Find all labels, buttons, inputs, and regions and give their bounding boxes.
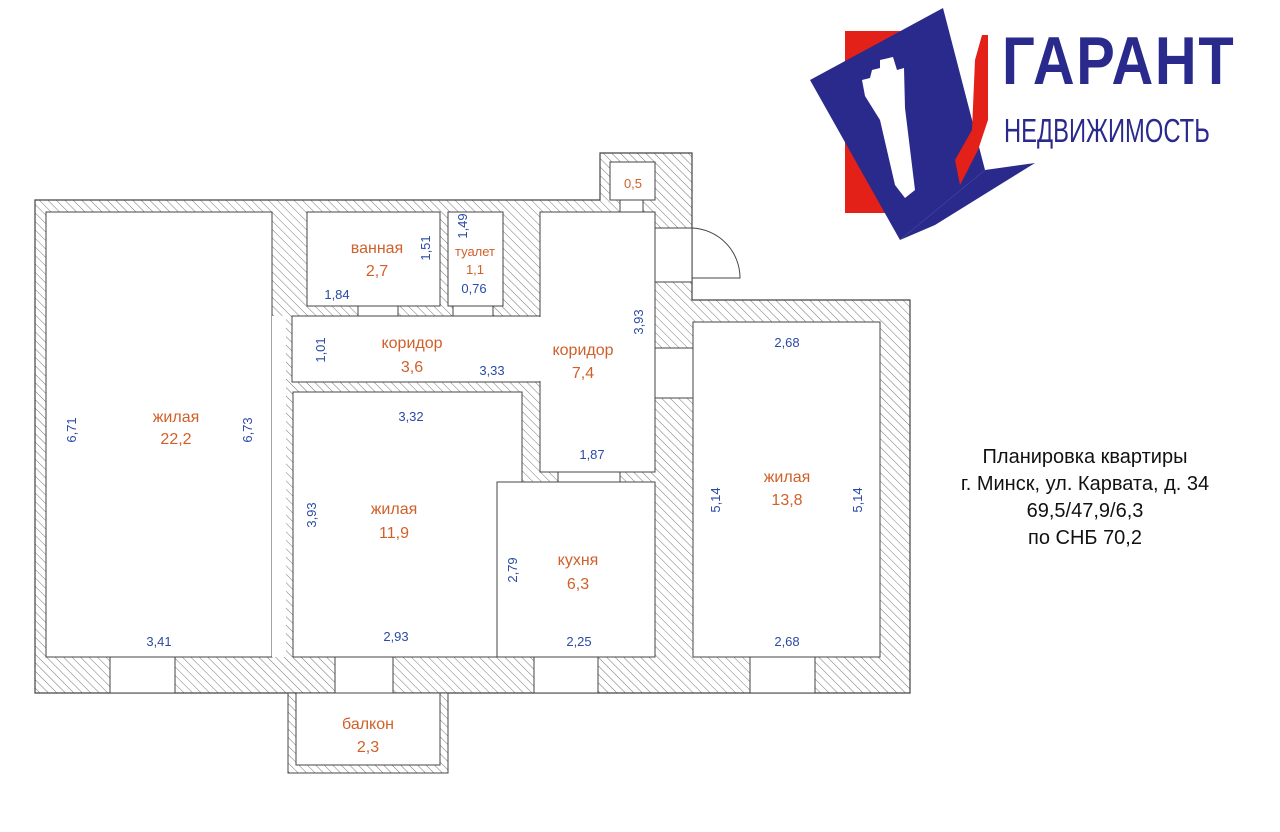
label-toilet: туалет bbox=[455, 244, 495, 259]
door-toilet bbox=[452, 305, 494, 317]
dim: 2,68 bbox=[774, 335, 799, 350]
area-balcony: 2,3 bbox=[357, 739, 379, 756]
label-bathroom: ванная bbox=[351, 240, 403, 257]
area-kitchen: 6,3 bbox=[567, 576, 589, 593]
room-living-22-ext bbox=[272, 316, 286, 657]
door-living-14 bbox=[654, 347, 694, 399]
dim: 5,14 bbox=[850, 487, 865, 512]
area-storage: 0,5 bbox=[624, 176, 642, 191]
dim: 3,93 bbox=[304, 502, 319, 527]
door-kitchen bbox=[557, 471, 621, 483]
balcony-floor bbox=[295, 692, 441, 766]
logo-title: ГАРАНТ bbox=[1002, 23, 1236, 99]
dim: 3,41 bbox=[146, 634, 171, 649]
dim: 1,84 bbox=[324, 287, 349, 302]
area-living3: 13,8 bbox=[771, 492, 802, 509]
label-corridor1: коридор bbox=[381, 335, 442, 352]
dim: 6,71 bbox=[64, 417, 79, 442]
room-bathroom bbox=[306, 211, 441, 307]
dim: 1,01 bbox=[313, 337, 328, 362]
door-bathroom bbox=[357, 305, 399, 317]
area-corridor1: 3,6 bbox=[401, 359, 423, 376]
area-toilet: 1,1 bbox=[466, 262, 484, 277]
info-address: г. Минск, ул. Карвата, д. 34 bbox=[960, 473, 1210, 495]
entrance-door-swing bbox=[691, 227, 741, 279]
area-living2: 11,9 bbox=[379, 525, 409, 542]
door-storage bbox=[619, 199, 644, 213]
window bbox=[334, 656, 394, 694]
dim: 3,33 bbox=[479, 363, 504, 378]
dim: 2,93 bbox=[383, 629, 408, 644]
label-living1: жилая bbox=[153, 409, 200, 426]
window bbox=[109, 656, 176, 694]
area-bathroom: 2,7 bbox=[366, 263, 388, 280]
dim: 3,93 bbox=[631, 309, 646, 334]
key-icon bbox=[955, 35, 988, 185]
logo-subtitle: НЕДВИЖИМОСТЬ bbox=[1004, 112, 1210, 149]
logo-emblem bbox=[810, 8, 1035, 240]
dim: 0,76 bbox=[461, 281, 486, 296]
room-kitchen bbox=[496, 481, 656, 658]
info-areas: 69,5/47,9/6,3 bbox=[1026, 500, 1144, 522]
rook-icon bbox=[862, 57, 915, 198]
label-kitchen: кухня bbox=[558, 552, 599, 569]
window bbox=[749, 656, 816, 694]
room-living-22 bbox=[45, 211, 273, 658]
room-storage bbox=[609, 161, 656, 201]
dim: 2,25 bbox=[566, 634, 591, 649]
door-entrance bbox=[654, 227, 693, 283]
area-corridor2: 7,4 bbox=[572, 365, 594, 382]
dim: 5,14 bbox=[708, 487, 723, 512]
dim: 2,79 bbox=[505, 557, 520, 582]
label-living2: жилая bbox=[371, 501, 418, 518]
dim: 3,32 bbox=[398, 409, 423, 424]
label-living3: жилая bbox=[764, 469, 811, 486]
label-balcony: балкон bbox=[342, 716, 394, 733]
dim: 1,87 bbox=[579, 447, 604, 462]
dim: 1,49 bbox=[455, 213, 470, 238]
room-corridor-join bbox=[530, 317, 654, 381]
dim: 2,68 bbox=[774, 634, 799, 649]
area-living1: 22,2 bbox=[160, 431, 191, 448]
label-corridor2: коридор bbox=[552, 342, 613, 359]
plan-info: Планировка квартиры г. Минск, ул. Карват… bbox=[920, 444, 1250, 552]
room-living-12 bbox=[292, 391, 523, 658]
dim: 6,73 bbox=[240, 417, 255, 442]
info-snb: по СНБ 70,2 bbox=[1027, 527, 1142, 549]
window bbox=[533, 656, 599, 694]
dim: 1,51 bbox=[418, 235, 433, 260]
info-title: Планировка квартиры bbox=[982, 446, 1188, 468]
